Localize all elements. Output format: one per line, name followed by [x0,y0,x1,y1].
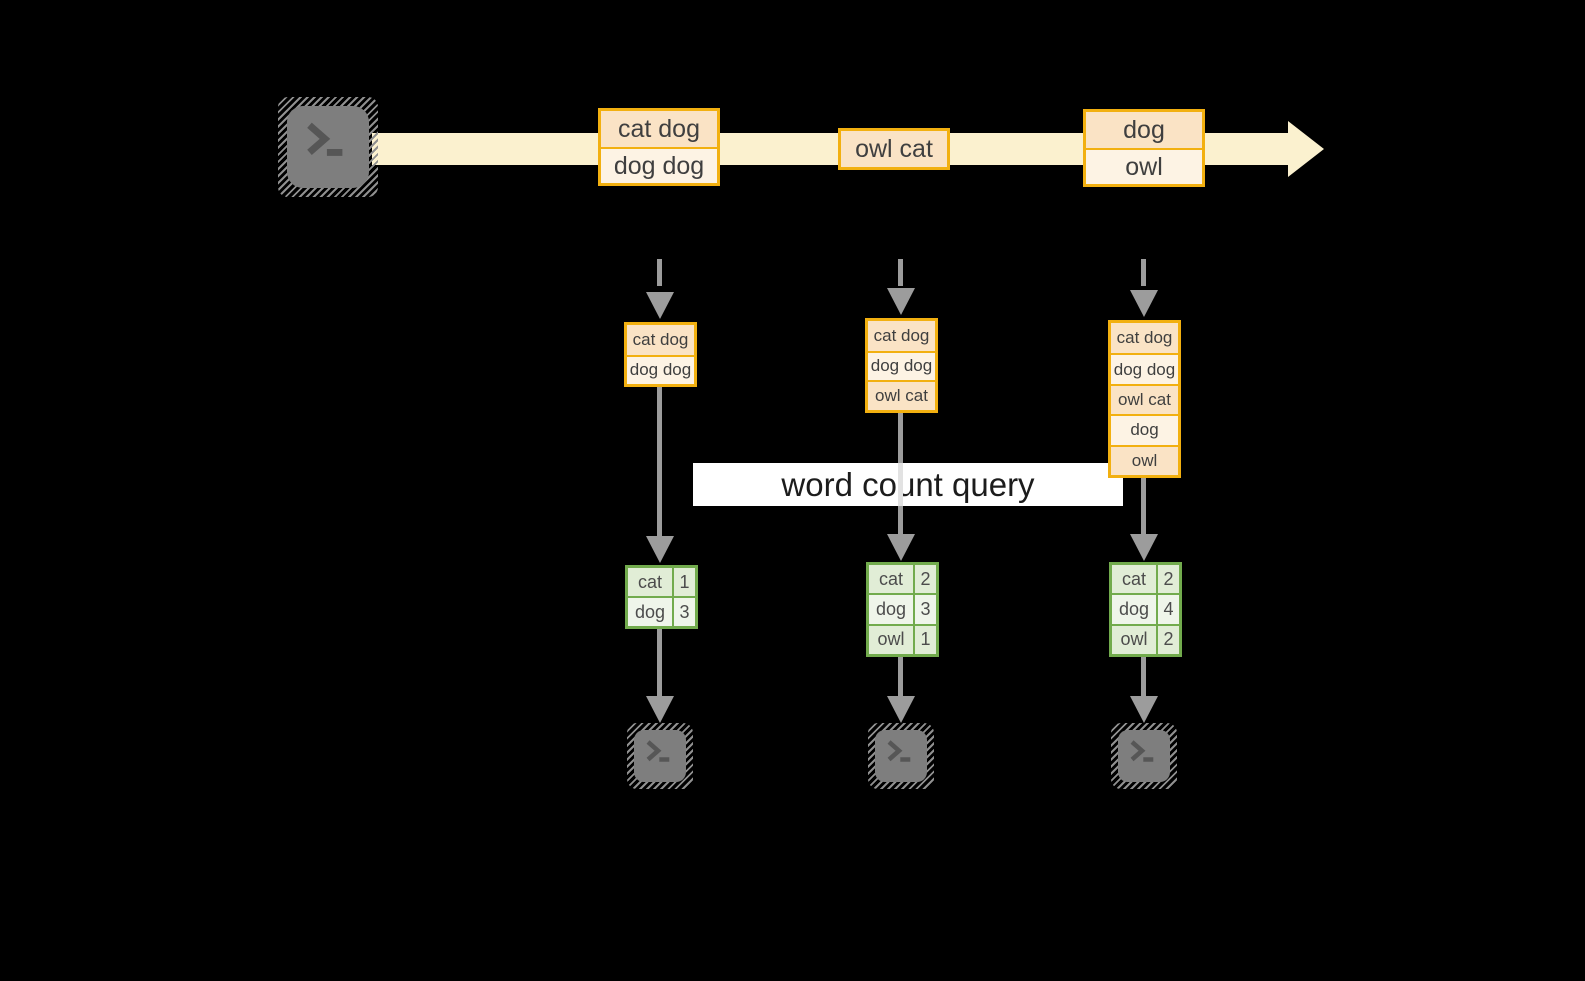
arrow-down-icon [1130,696,1158,723]
terminal-icon [1111,723,1177,789]
word-cell: owl [1112,625,1156,654]
count-cell: 1 [915,625,936,654]
stream-batch-2: owl cat [838,128,950,170]
input-stack-1: cat dog dog dog [624,322,697,387]
word-cell: cat [869,565,913,594]
record: dog [1111,414,1178,445]
count-table-3: cat 2 dog 4 owl 2 [1109,562,1182,657]
record: owl [1086,148,1202,184]
arrow-down-icon [887,696,915,723]
arrow-segment [1141,657,1146,696]
count-cell: 3 [915,595,936,624]
record: dog [1086,112,1202,148]
word-cell: owl [869,625,913,654]
record: cat dog [1111,323,1178,354]
word-cell: cat [1112,565,1156,594]
query-banner-label: word count query [781,465,1035,503]
arrow-down-icon [646,292,674,319]
count-cell: 2 [1158,625,1179,654]
arrow-down-icon [887,288,915,315]
word-cell: cat [628,568,672,596]
stream-arrowhead-icon [1288,121,1324,177]
count-cell: 2 [915,565,936,594]
word-cell: dog [628,598,672,626]
terminal-icon [868,723,934,789]
count-table-2: cat 2 dog 3 owl 1 [866,562,939,657]
shell-prompt-icon [646,740,670,762]
terminal-icon [627,723,693,789]
count-cell: 1 [674,568,695,596]
dashed-arrow-segment [657,259,662,286]
arrow-down-icon [887,534,915,561]
query-banner: word count query [693,463,1123,506]
arrow-down-icon [1130,534,1158,561]
record: owl cat [1111,383,1178,415]
record: cat dog [601,111,717,147]
count-cell: 3 [674,598,695,626]
word-cell: dog [869,595,913,624]
dashed-arrow-segment [898,259,903,286]
record: owl [1111,444,1178,475]
arrow-segment-behind-banner [898,463,903,506]
count-cell: 2 [1158,565,1179,594]
record: owl cat [868,380,935,410]
dashed-arrow-segment [1141,259,1146,286]
input-stack-3: cat dog dog dog owl cat dog owl [1108,320,1181,478]
terminal-icon [278,97,378,197]
record: cat dog [868,321,935,351]
word-cell: dog [1112,595,1156,624]
count-table-1: cat 1 dog 3 [625,565,698,629]
shell-prompt-icon [1130,740,1154,762]
arrow-segment [657,387,662,537]
record: cat dog [627,325,694,355]
stream-batch-3: dog owl [1083,109,1205,187]
record: dog dog [1111,353,1178,384]
arrow-segment [898,657,903,696]
arrow-down-icon [1130,290,1158,317]
arrow-segment [1141,478,1146,536]
stream-batch-1: cat dog dog dog [598,108,720,186]
shell-prompt-icon [307,122,343,156]
record: dog dog [627,354,694,384]
record: dog dog [868,350,935,381]
arrow-down-icon [646,696,674,723]
shell-prompt-icon [887,740,911,762]
arrow-down-icon [646,536,674,563]
record: owl cat [841,131,947,167]
record: dog dog [601,147,717,183]
arrow-segment [657,629,662,696]
count-cell: 4 [1158,595,1179,624]
input-stack-2: cat dog dog dog owl cat [865,318,938,413]
